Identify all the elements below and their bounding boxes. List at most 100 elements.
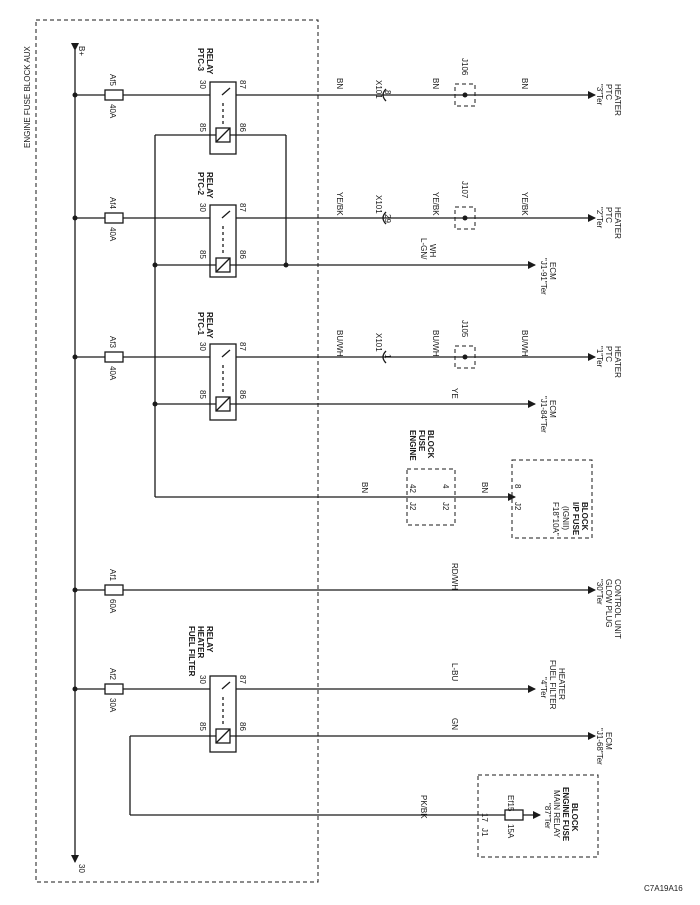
relay-fuel-filter-heater (209, 675, 237, 753)
svg-text:HEATER: HEATER (613, 84, 622, 116)
svg-text:ECM: ECM (604, 732, 613, 750)
svg-text:87: 87 (238, 342, 247, 351)
svg-text:86: 86 (238, 390, 247, 399)
svg-text:86: 86 (238, 250, 247, 259)
fuse-af5 (104, 89, 124, 101)
relay-ptc3-label: PTC-3 (196, 48, 205, 72)
svg-text:BN: BN (431, 78, 440, 89)
svg-text:Af3: Af3 (108, 336, 117, 349)
svg-text:ENGINE FUSE: ENGINE FUSE (561, 787, 570, 842)
svg-text:HEATER: HEATER (196, 626, 205, 659)
svg-text:29: 29 (383, 214, 392, 223)
fuse-af3 (104, 351, 124, 363)
svg-text:87: 87 (238, 80, 247, 89)
svg-text:J1: J1 (480, 828, 489, 837)
svg-text:YE/BK: YE/BK (335, 192, 344, 216)
svg-text:BN: BN (360, 482, 369, 493)
svg-text:15A: 15A (506, 824, 515, 839)
svg-text:87: 87 (238, 675, 247, 684)
svg-text:PTC: PTC (604, 84, 613, 100)
svg-text:RELAY: RELAY (205, 312, 214, 339)
svg-text:RELAY: RELAY (205, 172, 214, 199)
svg-text:40A: 40A (108, 227, 117, 242)
svg-text:YE: YE (450, 388, 459, 399)
svg-text:"30"Ter: "30"Ter (595, 579, 604, 605)
svg-text:GN: GN (450, 718, 459, 730)
splice-j107 (454, 206, 476, 230)
fuse-ef15 (504, 809, 524, 821)
svg-text:J106: J106 (460, 58, 469, 76)
svg-text:85: 85 (198, 722, 207, 731)
svg-text:Af4: Af4 (108, 197, 117, 210)
aux-block-title: ENGINE FUSE BLOCK AUX (23, 46, 32, 148)
svg-text:PTC: PTC (604, 207, 613, 223)
svg-text:I/P FUSE: I/P FUSE (571, 502, 580, 536)
svg-text:YE/BK: YE/BK (520, 192, 529, 216)
svg-text:WH: WH (428, 244, 437, 258)
svg-text:60A: 60A (108, 599, 117, 614)
svg-text:BN: BN (480, 482, 489, 493)
splice-j106 (454, 83, 476, 107)
svg-text:HEATER: HEATER (613, 346, 622, 378)
svg-text:BLOCK: BLOCK (570, 803, 579, 832)
svg-text:GLOW PLUG: GLOW PLUG (604, 579, 613, 627)
svg-text:HEATER: HEATER (557, 668, 566, 700)
svg-text:RELAY: RELAY (205, 626, 214, 653)
svg-text:86: 86 (238, 123, 247, 132)
svg-text:Af5: Af5 (108, 74, 117, 87)
svg-text:L-BU: L-BU (450, 663, 459, 681)
svg-text:30A: 30A (108, 698, 117, 713)
engine-fuse-block-connector: ENGINE FUSE BLOCK 42 J2 4 J2 (406, 430, 456, 526)
svg-text:CONTROL UNIT: CONTROL UNIT (613, 579, 622, 639)
svg-text:BU/WH: BU/WH (335, 330, 344, 357)
svg-text:30: 30 (198, 203, 207, 212)
svg-text:40A: 40A (108, 366, 117, 381)
fuse-af2 (104, 683, 124, 695)
svg-text:8: 8 (383, 90, 392, 95)
main-relay-feed-circuit: PK/BK 17 J1 Ef15 15A "87"Ter MAIN RELAY … (129, 736, 599, 858)
svg-text:BLOCK: BLOCK (580, 502, 589, 531)
svg-text:"4"Ter: "4"Ter (539, 677, 548, 699)
relay-ptc1 (209, 343, 237, 421)
svg-text:J2: J2 (408, 502, 417, 511)
svg-text:BN: BN (335, 78, 344, 89)
svg-text:FUSE: FUSE (417, 430, 426, 452)
svg-text:"1"Ter: "1"Ter (595, 346, 604, 368)
svg-text:Af1: Af1 (108, 569, 117, 582)
svg-text:FUEL FILTER: FUEL FILTER (548, 660, 557, 710)
svg-text:BN: BN (520, 78, 529, 89)
svg-text:"3"Ter: "3"Ter (595, 84, 604, 106)
connector-x101-8 (382, 88, 387, 102)
glow-plug-circuit: Af1 60A RD/WH "30"Ter GLOW PLUG CONTROL … (72, 563, 622, 639)
svg-text:PTC: PTC (604, 346, 613, 362)
svg-text:ECM: ECM (548, 400, 557, 418)
svg-text:85: 85 (198, 250, 207, 259)
relay-ptc2 (209, 204, 237, 278)
relay-ptc2-label: PTC-2 (196, 172, 205, 196)
svg-text:ECM: ECM (548, 262, 557, 280)
svg-text:30: 30 (198, 342, 207, 351)
svg-text:J107: J107 (460, 181, 469, 199)
svg-text:HEATER: HEATER (613, 207, 622, 239)
thirty-label: 30 (77, 864, 86, 873)
ptc3-circuit: Af5 40A PTC-3 RELAY 30 87 85 86 BN X101 … (72, 48, 622, 155)
fuel-filter-heater-circuit: Af2 30A FUEL FILTER HEATER RELAY 30 87 8… (72, 626, 613, 765)
svg-text:J105: J105 (460, 320, 469, 338)
svg-text:17: 17 (480, 813, 489, 822)
svg-text:Af2: Af2 (108, 668, 117, 681)
svg-text:J2: J2 (513, 502, 522, 511)
svg-text:Ef15: Ef15 (506, 795, 515, 812)
relay-ptc1-label: PTC-1 (196, 312, 205, 336)
svg-text:40A: 40A (108, 104, 117, 119)
connector-x101-29 (382, 211, 387, 225)
svg-text:BU/WH: BU/WH (520, 330, 529, 357)
svg-text:X101: X101 (374, 333, 383, 352)
svg-text:"J1-84"Ter: "J1-84"Ter (539, 396, 548, 433)
svg-text:85: 85 (198, 390, 207, 399)
svg-text:RELAY: RELAY (205, 48, 214, 75)
ptc2-circuit: Af4 40A PTC-2 RELAY 30 87 85 86 YE/BK X1… (72, 135, 622, 295)
svg-text:X101: X101 (374, 195, 383, 214)
svg-text:87: 87 (238, 203, 247, 212)
svg-text:F18"10A": F18"10A" (551, 502, 560, 536)
